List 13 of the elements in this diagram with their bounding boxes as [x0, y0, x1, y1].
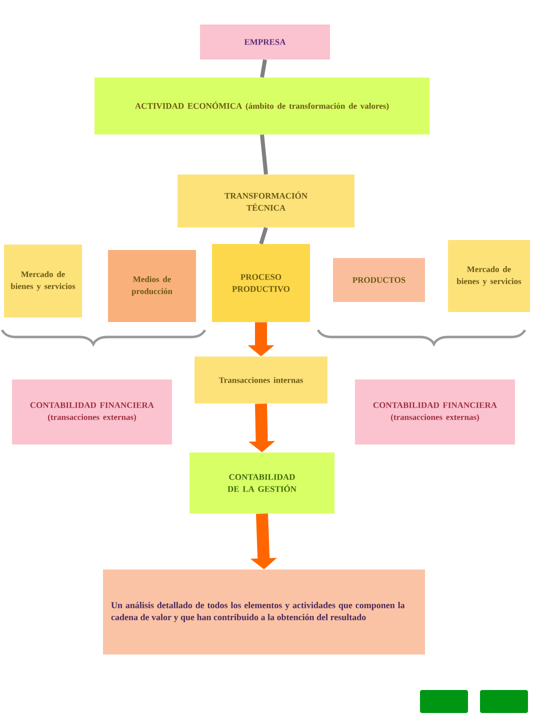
- process-box: TRANSFORMACIÓN TÉCNICA: [178, 174, 354, 228]
- text-box: Un análisis detallado de todos los elementos y actividades que componen la cadena de valor y que han contribuido a la obtención del resultado: [103, 570, 425, 654]
- process-box: ACTIVIDAD ECONÓMICA (ámbito de transformación de valores): [94, 78, 430, 134]
- process-box: EMPRESA: [200, 24, 330, 60]
- process-box: PROCESO PRODUCTIVO: [212, 244, 310, 322]
- process-box: Mercado de bienes y servicios: [448, 240, 530, 312]
- process-box: PRODUCTOS: [333, 258, 425, 302]
- process-box: CONTABILIDAD FINANCIERA (transacciones externas): [355, 380, 515, 444]
- process-box: Mercado de bienes y servicios: [4, 244, 82, 318]
- process-box: Medios de producción: [108, 250, 196, 322]
- process-box: CONTABILIDAD FINANCIERA (transacciones externas): [12, 380, 172, 444]
- process-box: Transacciones internas: [194, 356, 328, 404]
- process-box: CONTABILIDAD DE LA GESTIÓN: [190, 452, 334, 514]
